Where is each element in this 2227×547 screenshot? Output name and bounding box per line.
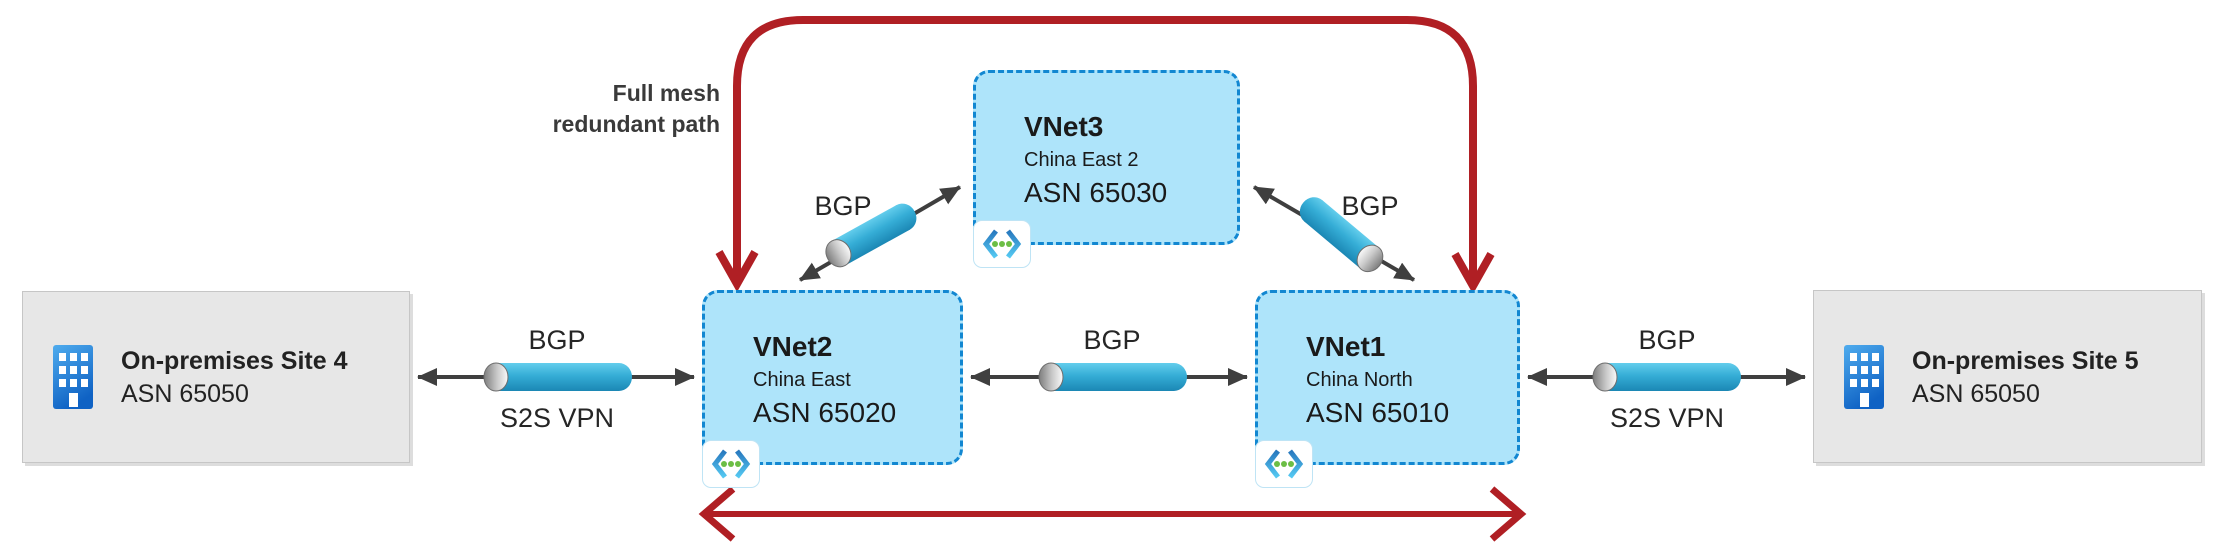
vnet1-box: VNet1 China North ASN 65010 bbox=[1255, 290, 1520, 488]
full-mesh-line2: redundant path bbox=[552, 111, 720, 137]
bgp-label-vnet3-vnet1: BGP bbox=[1341, 191, 1399, 221]
virtual-network-icon-glyph bbox=[982, 229, 1022, 259]
bgp-label-vnet2-vnet1: BGP bbox=[1083, 325, 1141, 355]
bgp-label-vnet2-vnet3: BGP bbox=[814, 191, 872, 221]
site4-name: On-premises Site 4 bbox=[121, 347, 348, 375]
virtual-network-icon bbox=[702, 440, 760, 488]
vnet3-region: China East 2 bbox=[1024, 149, 1139, 171]
vnet2-box: VNet2 China East ASN 65020 bbox=[702, 290, 963, 488]
bgp-label-site4-vnet2: BGP bbox=[528, 325, 586, 355]
vpn-tunnel-cylinder bbox=[483, 362, 633, 397]
bottom-arrowhead-left bbox=[698, 486, 736, 542]
vpn-tunnel-cylinder bbox=[1038, 362, 1188, 397]
virtual-network-icon bbox=[1255, 440, 1313, 488]
bottom-arrowhead-right bbox=[1489, 486, 1527, 542]
vnet3-box: VNet3 China East 2 ASN 65030 bbox=[973, 70, 1240, 268]
redundant-arc-arrowhead-right bbox=[1451, 252, 1495, 295]
vnet3-asn: ASN 65030 bbox=[1024, 177, 1168, 208]
virtual-network-icon-glyph bbox=[711, 449, 751, 479]
site5-asn: ASN 65050 bbox=[1912, 379, 2040, 408]
vnet1-asn: ASN 65010 bbox=[1306, 397, 1450, 428]
s2s-vpn-label-right: S2S VPN bbox=[1609, 403, 1725, 433]
building-icon bbox=[53, 345, 93, 409]
on-premises-site-4-box: On-premises Site 4 ASN 65050 bbox=[22, 291, 410, 463]
vnet2-name: VNet2 bbox=[753, 331, 833, 362]
redundant-arc-arrowhead-left bbox=[715, 250, 759, 293]
vnet1-region: China North bbox=[1306, 369, 1413, 391]
site4-asn: ASN 65050 bbox=[121, 380, 249, 408]
building-icon bbox=[1844, 344, 1884, 409]
on-premises-site-5-box: On-premises Site 5 ASN 65050 bbox=[1813, 290, 2202, 463]
vnet3-name: VNet3 bbox=[1024, 111, 1104, 142]
vnet1-name: VNet1 bbox=[1306, 331, 1386, 362]
redundant-path-arc bbox=[733, 16, 1477, 278]
vpn-tunnel-cylinder bbox=[1592, 362, 1742, 397]
full-mesh-line1: Full mesh bbox=[612, 80, 720, 106]
vnet2-region: China East bbox=[753, 369, 851, 391]
vnet2-asn: ASN 65020 bbox=[753, 397, 897, 428]
full-mesh-annotation: Full mesh redundant path bbox=[428, 78, 720, 140]
virtual-network-icon bbox=[973, 220, 1031, 268]
virtual-network-icon-glyph bbox=[1264, 449, 1304, 479]
bgp-label-vnet1-site5: BGP bbox=[1638, 325, 1696, 355]
site5-name: On-premises Site 5 bbox=[1912, 346, 2139, 375]
s2s-vpn-label-left: S2S VPN bbox=[499, 403, 615, 433]
